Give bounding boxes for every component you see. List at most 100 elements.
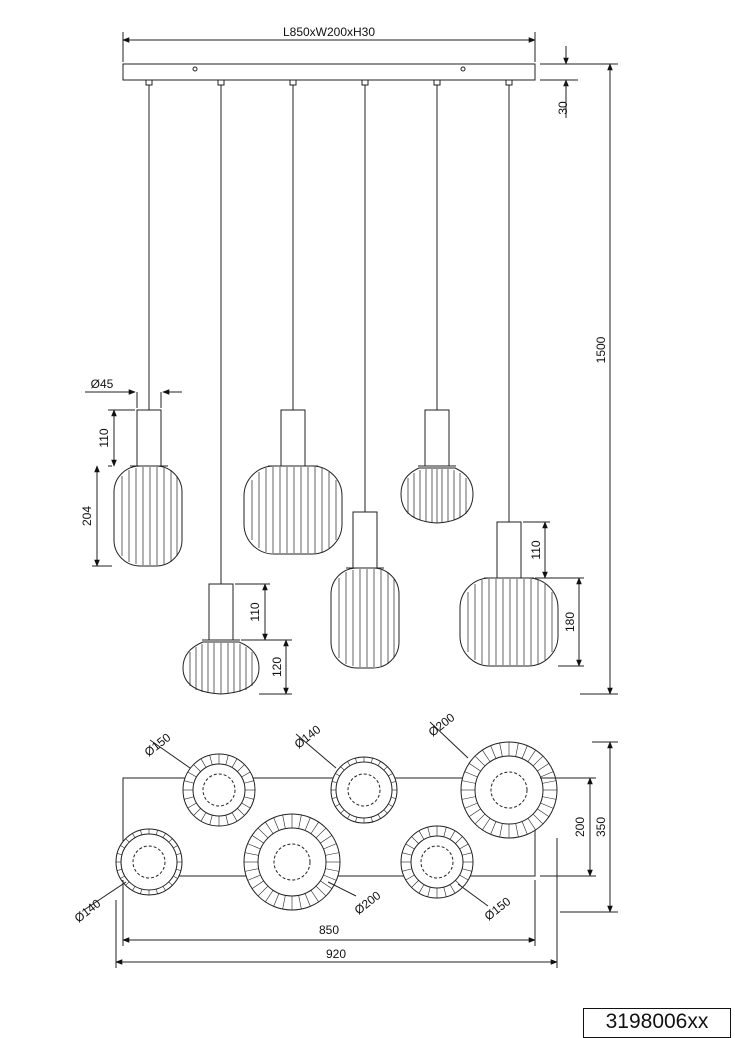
shade-rib [244, 796, 254, 800]
shade-rib [532, 813, 544, 825]
shade-rib [515, 742, 519, 757]
shade-rib [325, 852, 340, 856]
pendant-drum-right [459, 521, 559, 667]
shade-rib [231, 812, 238, 822]
shade-rib [443, 827, 447, 837]
shade-rib [320, 835, 333, 844]
shade-rib [244, 852, 259, 856]
shade-rib [117, 853, 123, 856]
canopy-screw [192, 66, 198, 72]
shade-rib [304, 893, 311, 907]
shade-rib [482, 749, 491, 762]
shade-rib [462, 852, 472, 856]
shade-rib [120, 875, 125, 879]
shade-rib [542, 796, 557, 800]
plan-width-outer-label: 920 [326, 947, 346, 961]
shade-rib [459, 843, 469, 850]
shade-rib [370, 816, 373, 822]
shade-height-label-right: 180 [563, 612, 577, 632]
shade-rib [193, 764, 201, 772]
shade-rib [405, 843, 415, 850]
shade-rib [427, 827, 431, 837]
shade-rib [332, 796, 338, 799]
shade-rib [241, 771, 251, 778]
total-height-label: 1500 [594, 336, 608, 363]
shade-rib [168, 838, 173, 843]
shade-rib [273, 893, 280, 907]
shade-rib [464, 771, 478, 778]
shade-rib [462, 868, 472, 872]
shade-rib [542, 780, 557, 784]
shade-rib [237, 764, 245, 772]
shade-rib [315, 885, 327, 897]
pendant-wires [148, 85, 510, 584]
shade-rib [411, 880, 419, 888]
shade-rib [132, 886, 136, 891]
product-code: 3198006xx [583, 1008, 731, 1038]
shade-rib [310, 821, 319, 834]
canopy [122, 63, 536, 81]
holder-diameter-label: Ø45 [91, 377, 114, 391]
shade-rib [515, 823, 519, 838]
shade-rib [388, 803, 393, 807]
shade-rib [282, 814, 286, 829]
shade-rib [162, 833, 166, 838]
shade-rib [310, 890, 319, 903]
shade-rib [323, 874, 337, 881]
shade-rib [244, 780, 254, 784]
shade-rib [468, 808, 481, 817]
shade-rib [257, 827, 269, 839]
shade-rib [265, 821, 274, 834]
shade-rib [173, 875, 178, 879]
shade-rib [540, 771, 554, 778]
plan-diameter-label-3: Ø200 [426, 710, 458, 739]
plan-leader-lines [83, 721, 489, 911]
pendant-tall-left [113, 409, 183, 567]
shade-rib [347, 814, 351, 819]
shade-rib [377, 814, 381, 819]
shade-rib [427, 887, 431, 897]
shade-rib [140, 888, 143, 894]
shade-rib [390, 796, 396, 799]
shade-rib [247, 874, 261, 881]
canopy-dimension [122, 32, 536, 62]
canopy-screw [460, 66, 466, 72]
shade-rib [125, 838, 130, 843]
shade-rib [162, 886, 166, 891]
plan-diameter-label-2: Ø140 [292, 722, 324, 751]
shade-rib [132, 833, 136, 838]
shade-rib [187, 802, 197, 809]
pendant-right-height-dimensions [523, 521, 584, 667]
shade-rib [370, 758, 373, 764]
shade-rib [335, 773, 340, 777]
shade-rib [225, 755, 229, 765]
shade-rib [209, 755, 213, 765]
shade-rib [482, 818, 491, 831]
shade-rib [340, 766, 345, 771]
shade-rib [449, 830, 456, 840]
shade-rib [499, 823, 503, 838]
shade-rib [247, 843, 261, 850]
holder-height-label-right: 110 [529, 540, 543, 559]
wire-anchors [145, 79, 513, 86]
shade-rib [377, 761, 381, 766]
pendant-globe-low [182, 583, 260, 695]
canopy-height-label: 30 [556, 101, 570, 115]
shade-rib [499, 742, 503, 757]
shade-rib [383, 809, 388, 814]
shade-rib [461, 796, 476, 800]
shade-rib [282, 895, 286, 910]
shade-rib [418, 830, 425, 840]
shade-rib [527, 749, 536, 762]
shade-rib [225, 815, 229, 825]
shade-rib [521, 745, 528, 759]
shade-rib [464, 802, 478, 809]
shade-rib [335, 803, 340, 807]
shade-rib [155, 830, 158, 836]
shade-rib [200, 758, 207, 768]
canopy-size-label: L850xW200xH30 [283, 25, 375, 39]
shade-rib [468, 763, 481, 772]
total-height-dimension [540, 63, 618, 695]
shade-rib [298, 814, 302, 829]
